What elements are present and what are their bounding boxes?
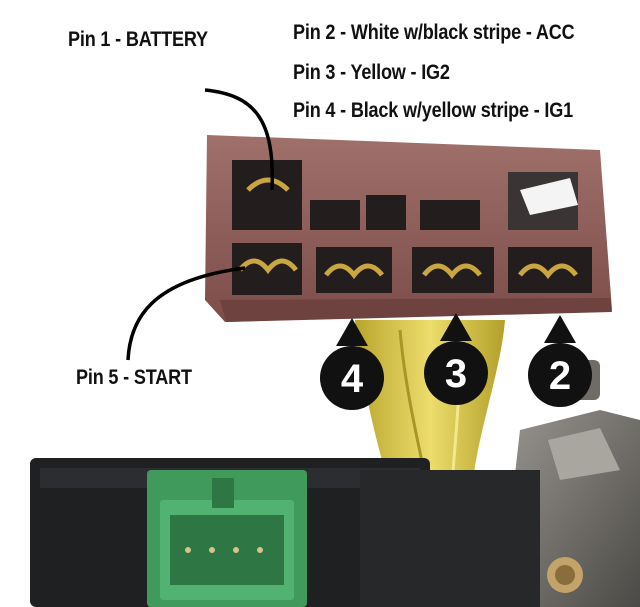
- pin3-marker: [424, 313, 488, 405]
- pin1-label: Pin 1 - BATTERY: [68, 28, 208, 51]
- pin3-label: Pin 3 - Yellow - IG2: [293, 61, 450, 84]
- pin4-label: Pin 4 - Black w/yellow stripe - IG1: [293, 99, 574, 122]
- pin4-marker: [320, 318, 384, 410]
- pin5-leader-line: [126, 266, 246, 361]
- pin2-label: Pin 2 - White w/black stripe - ACC: [293, 21, 575, 44]
- pin4-marker-number: 4: [341, 357, 364, 401]
- pin2-marker-number: 2: [549, 354, 571, 398]
- pin2-marker: [528, 315, 592, 407]
- pin1-leader-line: [204, 88, 275, 191]
- pin3-marker-number: 3: [445, 352, 467, 396]
- ignition-connector: [205, 135, 612, 322]
- green-connector: [147, 470, 307, 607]
- pin5-label: Pin 5 - START: [76, 366, 192, 389]
